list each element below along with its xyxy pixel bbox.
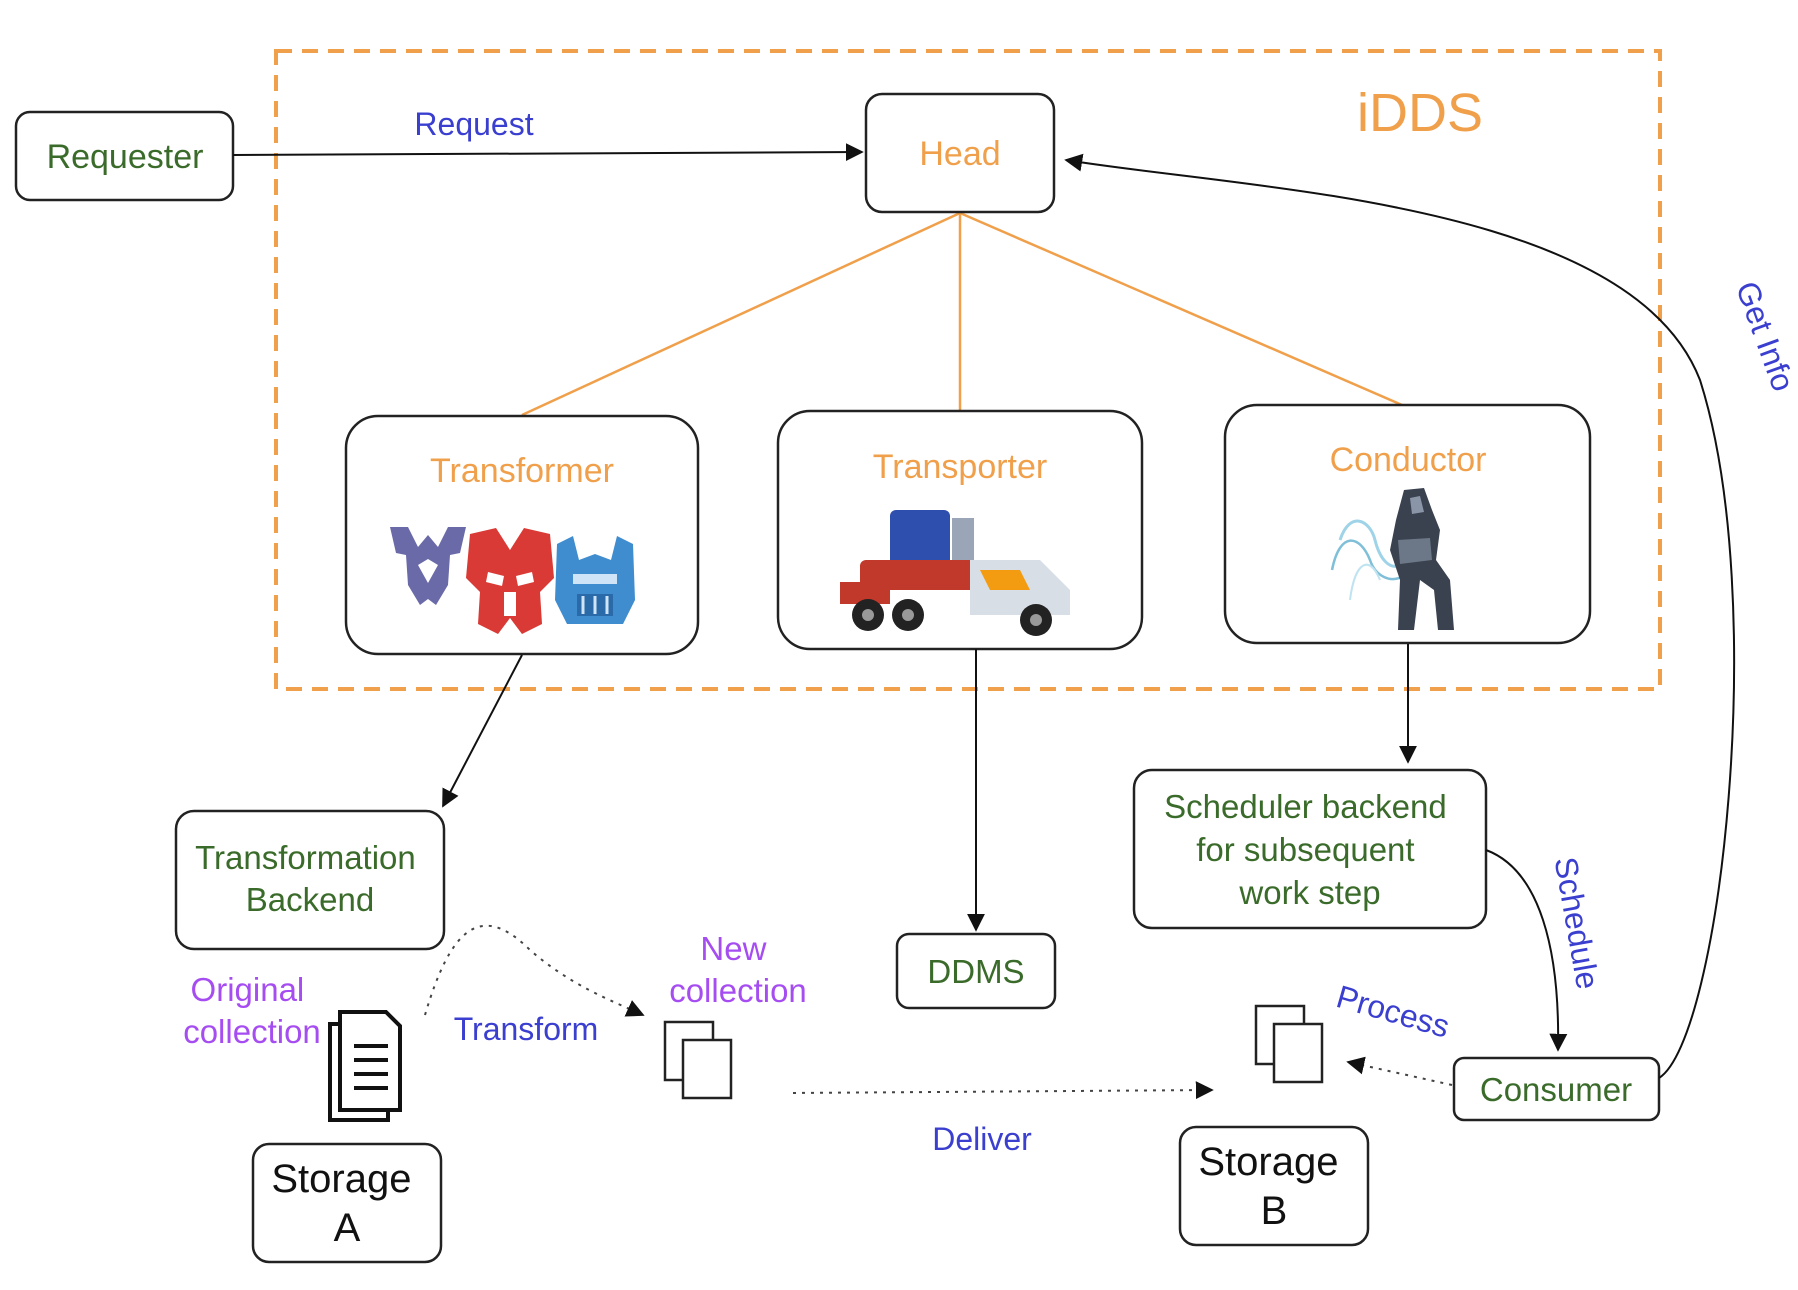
- optimus-prime-head-icon: [555, 536, 635, 624]
- request-label: Request: [414, 106, 533, 142]
- document-stack-icon: [328, 1010, 402, 1122]
- transform-label: Transform: [454, 1011, 599, 1047]
- storage-b-box[interactable]: [1178, 1125, 1370, 1247]
- get-info-label: Get Info: [1729, 277, 1798, 396]
- transformation-backend-label: Transformation Backend: [195, 839, 425, 918]
- deliver-label: Deliver: [932, 1121, 1032, 1157]
- requester-box[interactable]: [14, 110, 235, 202]
- deliver-arrow: [792, 1081, 1214, 1100]
- original-collection-label: Original collection: [183, 971, 321, 1050]
- truck-icon: [840, 510, 1070, 636]
- process-arrow: [1346, 1056, 1453, 1086]
- transformer-label: Transformer: [430, 452, 614, 490]
- requester-label: Requester: [47, 138, 204, 176]
- idds-boundary: [274, 49, 1662, 691]
- pages-stack-icon: [1254, 1004, 1324, 1084]
- new-collection-label: New collection: [669, 930, 807, 1009]
- scheduler-backend-box[interactable]: [1132, 768, 1488, 930]
- scheduler-backend-label: Scheduler backend for subsequent work st…: [1164, 788, 1456, 911]
- schedule-label: Schedule: [1548, 854, 1607, 992]
- consumer-box[interactable]: [1452, 1056, 1661, 1122]
- head-links: [521, 211, 1403, 417]
- ddms-box[interactable]: [895, 932, 1057, 1010]
- conductor-label: Conductor: [1330, 441, 1487, 479]
- autobot-logo-icon: [466, 528, 554, 634]
- idds-label: iDDS: [1357, 83, 1483, 143]
- get-info-arrow: [1064, 153, 1736, 1079]
- process-label: Process: [1333, 978, 1454, 1044]
- robot-figure-icon: [1330, 488, 1454, 630]
- ddms-label: DDMS: [927, 953, 1024, 990]
- storage-a-label: Storage A: [271, 1157, 422, 1250]
- head-box[interactable]: [864, 92, 1056, 214]
- schedule-arrow: [1485, 849, 1568, 1052]
- transformation-backend-box[interactable]: [174, 809, 446, 951]
- transporter-label: Transporter: [873, 448, 1047, 486]
- storage-a-box[interactable]: [251, 1142, 443, 1264]
- head-label: Head: [919, 135, 1000, 173]
- decepticon-logo-icon: [390, 527, 466, 605]
- request-arrow: [232, 143, 864, 162]
- pages-stack-icon: [663, 1020, 733, 1100]
- storage-b-label: Storage B: [1198, 1140, 1349, 1233]
- transform-arrow: [424, 924, 645, 1017]
- transformer-to-backend-arrow: [442, 654, 523, 808]
- consumer-label: Consumer: [1480, 1071, 1632, 1108]
